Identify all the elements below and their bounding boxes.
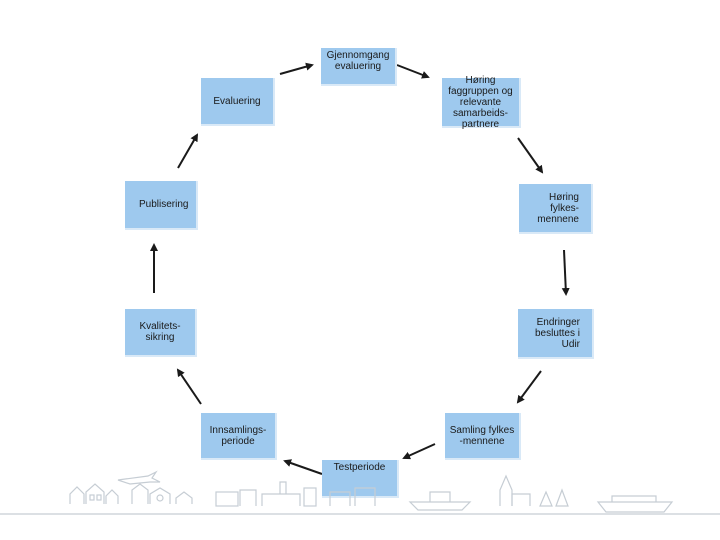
node-label: Gjennomgang evaluering bbox=[326, 50, 390, 72]
node-horing-fylkesmennene: Høring fylkes- mennene bbox=[519, 184, 593, 234]
arrow-endringer-to-samling bbox=[516, 370, 542, 404]
node-label: Innsamlings- periode bbox=[209, 424, 267, 447]
arrow-horing-faggruppen-to-horing-fylkes bbox=[517, 137, 544, 174]
arrow-testperiode-to-innsamling bbox=[283, 459, 323, 475]
arrow-publisering-to-evaluering bbox=[177, 133, 198, 169]
node-publisering: Publisering bbox=[125, 181, 198, 230]
node-innsamlingsperiode: Innsamlings- periode bbox=[201, 413, 277, 460]
node-label: Samling fylkes -mennene bbox=[449, 424, 515, 447]
arrow-samling-to-testperiode bbox=[402, 443, 436, 460]
node-evaluering: Evaluering bbox=[201, 78, 275, 126]
node-endringer-besluttes: Endringer besluttes i Udir bbox=[518, 309, 594, 359]
arrow-gjennomgang-to-horing-faggruppen bbox=[396, 64, 430, 79]
node-label: Høring faggruppen og relevante samarbeid… bbox=[448, 74, 513, 130]
node-label: Publisering bbox=[139, 199, 189, 210]
node-horing-faggruppen: Høring faggruppen og relevante samarbeid… bbox=[442, 74, 521, 130]
node-label: Endringer besluttes i Udir bbox=[534, 316, 580, 350]
arrow-innsamling-to-kvalitetssikring bbox=[176, 368, 202, 405]
node-samling-fylkesmennene: Samling fylkes -mennene bbox=[445, 413, 521, 460]
node-kvalitetssikring: Kvalitets- sikring bbox=[125, 309, 197, 357]
arrow-horing-fylkes-to-endringer bbox=[561, 249, 570, 296]
town-skyline-decoration bbox=[0, 470, 720, 515]
node-label: Høring fylkes- mennene bbox=[537, 191, 579, 225]
node-label: Evaluering bbox=[213, 95, 261, 107]
node-testperiode: Testperiode bbox=[322, 460, 399, 498]
node-gjennomgang-evaluering: Gjennomgang evaluering bbox=[321, 48, 397, 86]
arrow-evaluering-to-gjennomgang bbox=[279, 62, 314, 75]
node-label: Testperiode bbox=[333, 462, 386, 473]
node-label: Kvalitets- sikring bbox=[139, 321, 181, 343]
